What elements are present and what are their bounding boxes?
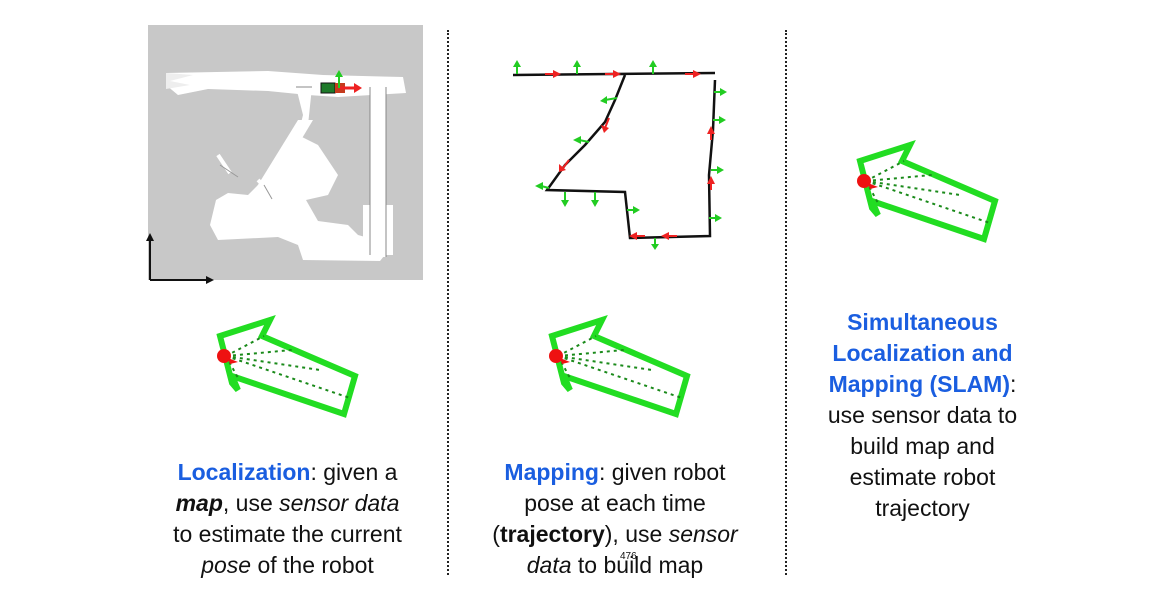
slam-term-line3: Mapping (SLAM): [828, 371, 1010, 397]
robot-sensor-icon: [856, 139, 999, 243]
map-emphasis: map: [175, 490, 223, 516]
slam-term-line2: Localization and: [832, 340, 1013, 366]
page-number: 476: [620, 551, 637, 562]
localization-term: Localization: [177, 459, 311, 485]
slam-term-line1: Simultaneous: [847, 309, 998, 335]
mapping-term: Mapping: [504, 459, 599, 485]
robot-sensor-icon: [548, 314, 691, 418]
mapping-caption: Mapping: given robot pose at each time (…: [492, 459, 738, 578]
slam-caption: Simultaneous Localization and Mapping (S…: [800, 307, 1045, 524]
occupancy-map: [146, 25, 423, 284]
localization-caption: Localization: given a map, use sensor da…: [173, 459, 402, 578]
trajectory-path: [512, 60, 727, 250]
robot-sensor-icon: [216, 314, 359, 418]
divider-right: [785, 30, 787, 575]
divider-left: [447, 30, 449, 575]
trajectory-emphasis: trajectory: [499, 521, 605, 547]
